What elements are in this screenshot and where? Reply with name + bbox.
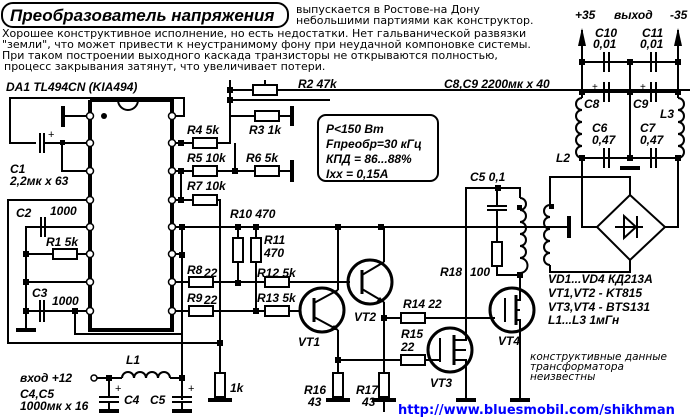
c5-label: C5 xyxy=(150,393,166,407)
input-label: вход +12 xyxy=(20,371,72,385)
input-terminal xyxy=(90,374,98,382)
c3-value: 1000 xyxy=(52,294,79,308)
r3-label: R3 1k xyxy=(249,123,282,137)
r14-label: R14 22 xyxy=(403,297,442,311)
r10-label: R10 470 xyxy=(230,207,276,221)
parts-vt1-vt2: VT1,VT2 - KT815 xyxy=(548,286,642,300)
vt4-label: VT4 xyxy=(498,334,520,348)
c5-top-label: C5 0,1 xyxy=(470,170,506,184)
description-line-4: процесс закрывания затянут, что увеличив… xyxy=(4,60,325,73)
c3-label: C3 xyxy=(32,286,48,300)
r5-label: R5 10k xyxy=(187,151,227,165)
transistor-vt4 xyxy=(488,277,536,400)
c7-value: 0,47 xyxy=(640,133,665,147)
c2-value: 1000 xyxy=(50,204,77,218)
ic-pins-left xyxy=(85,111,95,316)
subtitle-line-2: небольшими партиями как конструктор. xyxy=(296,14,533,27)
c6-label: C6 xyxy=(592,121,608,135)
c9-label: C9 xyxy=(633,97,649,111)
c1-label: C1 xyxy=(10,162,26,176)
r-1k-label: 1k xyxy=(230,381,245,395)
c6-value: 0,47 xyxy=(592,133,617,147)
transformer-secondary xyxy=(543,204,551,266)
vt1-label: VT1 xyxy=(298,335,320,349)
r8-label: R8 xyxy=(187,263,203,277)
svg-text:+: + xyxy=(592,82,598,93)
transistor-vt1 xyxy=(298,227,346,400)
r18-label: R18 xyxy=(440,265,462,279)
arrow-plus-icon xyxy=(578,28,586,46)
vt2-label: VT2 xyxy=(354,310,376,324)
l2-label: L2 xyxy=(556,151,570,165)
parts-vt3-vt4: VT3,VT4 - BTS131 xyxy=(548,300,650,314)
spec-frequency: Fпреобр=30 кГц xyxy=(326,137,422,151)
c1-value: 2,2мк x 63 xyxy=(9,174,69,188)
inductor-l3 xyxy=(677,97,685,159)
svg-text:+: + xyxy=(48,129,54,141)
c4c5-label: C4,C5 xyxy=(20,387,54,401)
r15-label: R15 xyxy=(401,327,423,341)
specs-box xyxy=(317,114,439,182)
r9-label: R9 xyxy=(187,291,203,305)
c7-label: C7 xyxy=(640,121,657,135)
c4-label: C4 xyxy=(124,393,140,407)
output-minus: -35 xyxy=(670,8,688,22)
c10-value: 0,01 xyxy=(593,37,617,51)
c2-label: C2 xyxy=(16,206,32,220)
r7-label: R7 10k xyxy=(187,179,227,193)
r16-value: 43 xyxy=(307,395,322,409)
r8-value: 22 xyxy=(203,266,218,280)
svg-text:+: + xyxy=(640,82,646,93)
spec-efficiency: КПД = 86...88% xyxy=(326,152,412,166)
r6-label: R6 5k xyxy=(246,151,279,165)
r18-value: 100 xyxy=(470,265,490,279)
c8-label: C8 xyxy=(584,97,600,111)
l1-label: L1 xyxy=(126,353,140,367)
c4c5-value: 1000мк x 16 xyxy=(20,399,89,413)
transformer-note-1: конструктивные данные xyxy=(530,351,667,363)
r17-label: R17 xyxy=(356,383,379,397)
c8c9-label: C8,C9 2200мк x 40 xyxy=(444,77,550,91)
transformer-note-2: трансформатора xyxy=(530,361,624,373)
website-link[interactable]: http://www.bluesmobil.com/shikhman xyxy=(398,403,675,418)
r16-label: R16 xyxy=(304,383,326,397)
transistor-vt3 xyxy=(426,288,474,400)
title-frame xyxy=(1,2,289,28)
r15-value: 22 xyxy=(400,340,415,354)
chip-label: DA1 TL494CN (KIA494) xyxy=(6,80,137,94)
inductor-l2 xyxy=(575,97,583,159)
inductor-l1 xyxy=(121,371,171,379)
r17-value: 43 xyxy=(361,395,376,409)
description-line-3: При таком построении выходного каскада т… xyxy=(2,49,498,62)
c10-label: C10 xyxy=(595,26,617,40)
arrow-minus-icon xyxy=(674,28,682,46)
page-title: Преобразователь напряжения xyxy=(10,6,274,25)
c11-label: C11 xyxy=(642,26,663,40)
parts-inductors: L1...L3 1мГн xyxy=(548,313,620,327)
r12-label: R12 5k xyxy=(257,266,297,280)
r2-label: R2 47k xyxy=(298,77,338,91)
subtitle-line-1: выпускается в Ростове-на Дону xyxy=(296,3,480,16)
spec-power: P<150 Вт xyxy=(326,122,384,136)
output-label: выход xyxy=(614,8,653,22)
transformer-note-3: неизвестны xyxy=(530,371,595,383)
svg-text:+: + xyxy=(115,383,121,395)
l3-label: L3 xyxy=(660,107,674,121)
description-line-1: Хорошее конструктивное исполнение, но ес… xyxy=(2,27,526,40)
r11-value: 470 xyxy=(263,246,284,260)
parts-diodes: VD1...VD4 КД213А xyxy=(548,272,653,286)
r9-value: 22 xyxy=(203,293,218,307)
r1-label: R1 5k xyxy=(46,235,79,249)
c11-value: 0,01 xyxy=(640,37,664,51)
r13-label: R13 5k xyxy=(257,291,297,305)
svg-text:+: + xyxy=(188,383,194,395)
vt3-label: VT3 xyxy=(430,376,452,390)
output-plus: +35 xyxy=(575,8,596,22)
ic-da1 xyxy=(85,98,177,332)
spec-idle-current: Ixx = 0,15A xyxy=(326,167,388,181)
description-line-2: "земли", что может привести к неустраним… xyxy=(2,38,531,51)
r4-label: R4 5k xyxy=(187,123,220,137)
r11-label: R11 xyxy=(264,233,285,247)
